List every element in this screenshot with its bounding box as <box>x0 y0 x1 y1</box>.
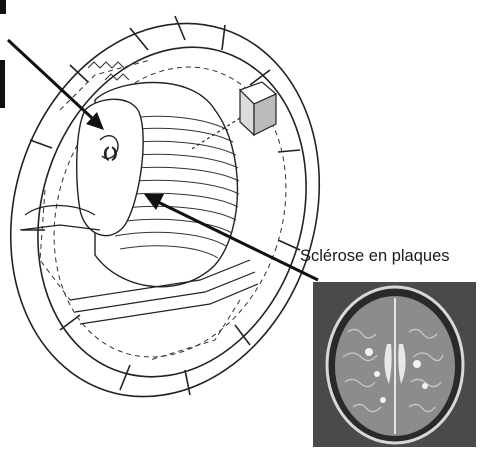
corner-mark-left <box>0 60 5 108</box>
pointer-arrow-upper <box>8 40 104 130</box>
inset-caption: Sclérose en plaques <box>300 247 480 266</box>
mri-brain-scan-image <box>313 282 476 447</box>
corner-mark-top-left <box>0 0 6 14</box>
svg-text:( ): ( ) <box>104 146 117 161</box>
